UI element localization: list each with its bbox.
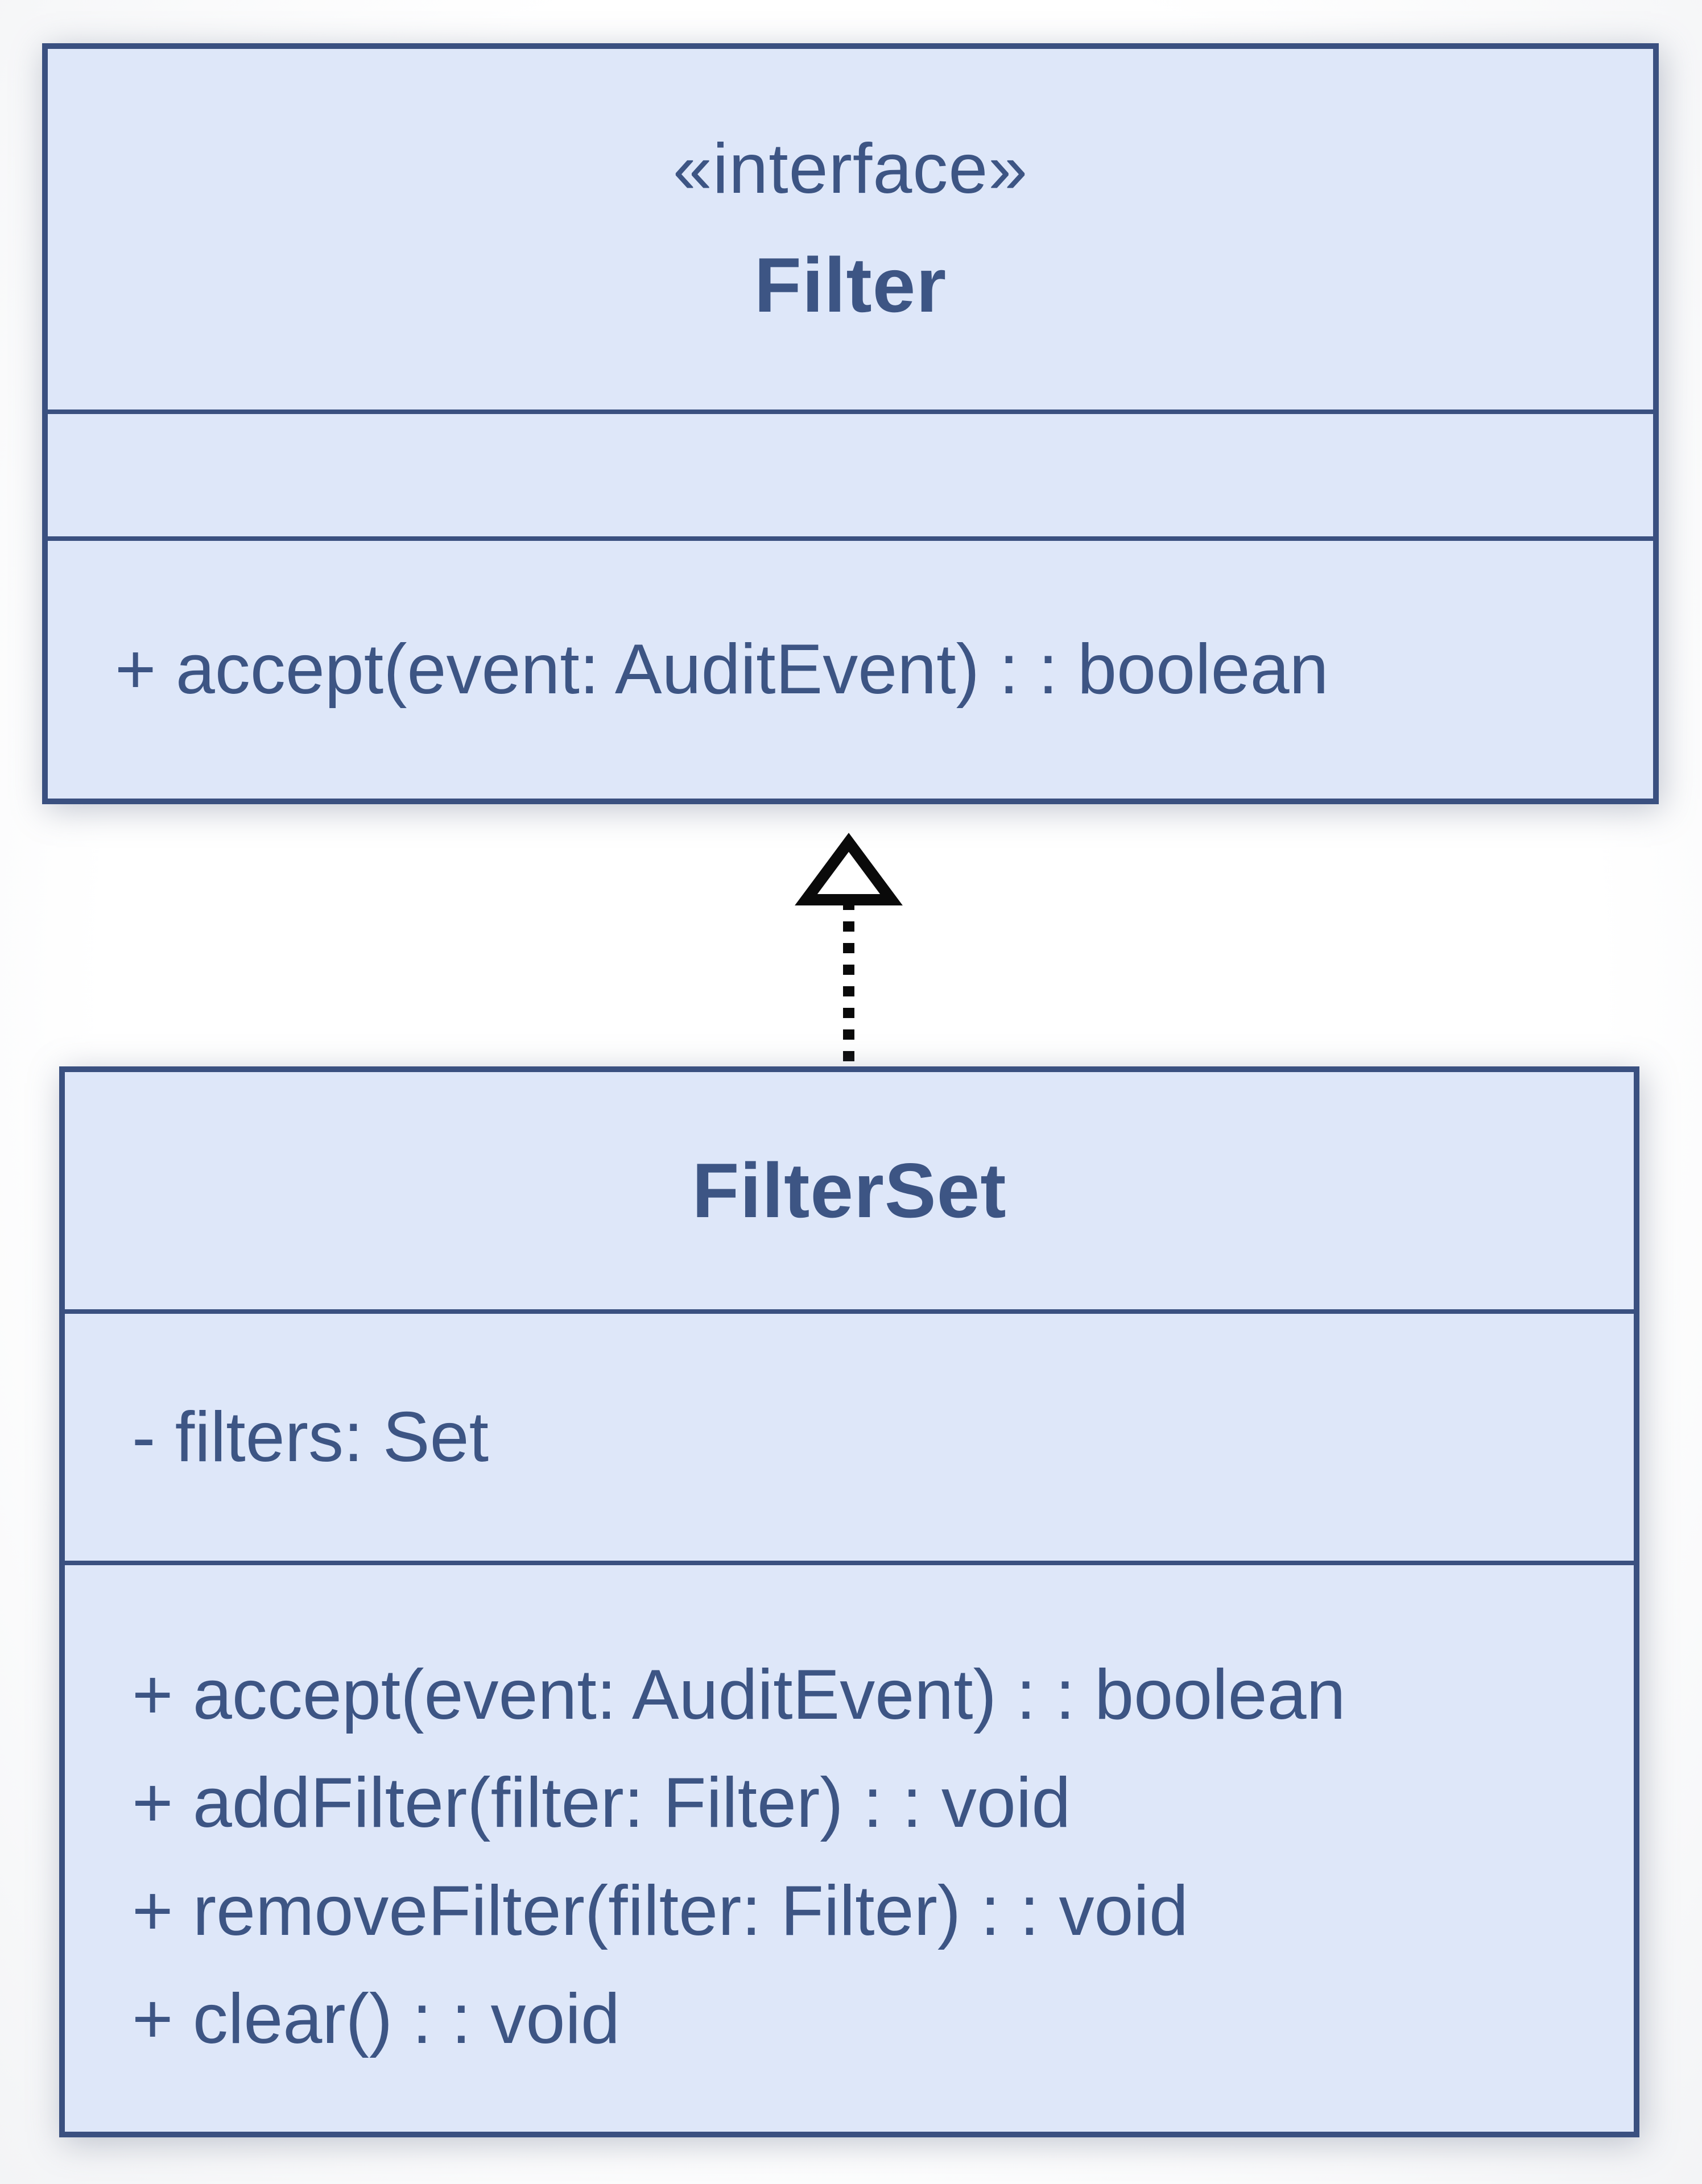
interface-name: Filter (754, 241, 947, 328)
hollow-triangle-arrowhead (795, 833, 903, 905)
filterset-attributes-compartment: - filters: Set (65, 1309, 1634, 1561)
filter-attributes-compartment (48, 410, 1653, 536)
filterset-method-removefilter: + removeFilter(filter: Filter) : : void (132, 1872, 1188, 1950)
filterset-attribute-filters: - filters: Set (132, 1398, 489, 1476)
filter-method-accept: + accept(event: AuditEvent) : : boolean (115, 630, 1329, 709)
realization-arrow (795, 833, 903, 1068)
filterset-name-compartment: FilterSet (65, 1072, 1634, 1309)
class-box-filterset: FilterSet - filters: Set + accept(event:… (59, 1066, 1639, 2137)
filter-methods-compartment: + accept(event: AuditEvent) : : boolean (48, 536, 1653, 799)
filter-name-compartment: «interface» Filter (48, 49, 1653, 410)
filterset-method-accept: + accept(event: AuditEvent) : : boolean (132, 1656, 1346, 1734)
filterset-method-addfilter: + addFilter(filter: Filter) : : void (132, 1764, 1071, 1842)
interface-stereotype: «interface» (672, 130, 1028, 208)
filterset-methods-compartment: + accept(event: AuditEvent) : : boolean … (65, 1561, 1634, 2132)
filterset-method-clear: + clear() : : void (132, 1980, 620, 2058)
class-box-filter: «interface» Filter + accept(event: Audit… (42, 43, 1659, 804)
filterset-name: FilterSet (692, 1147, 1007, 1234)
